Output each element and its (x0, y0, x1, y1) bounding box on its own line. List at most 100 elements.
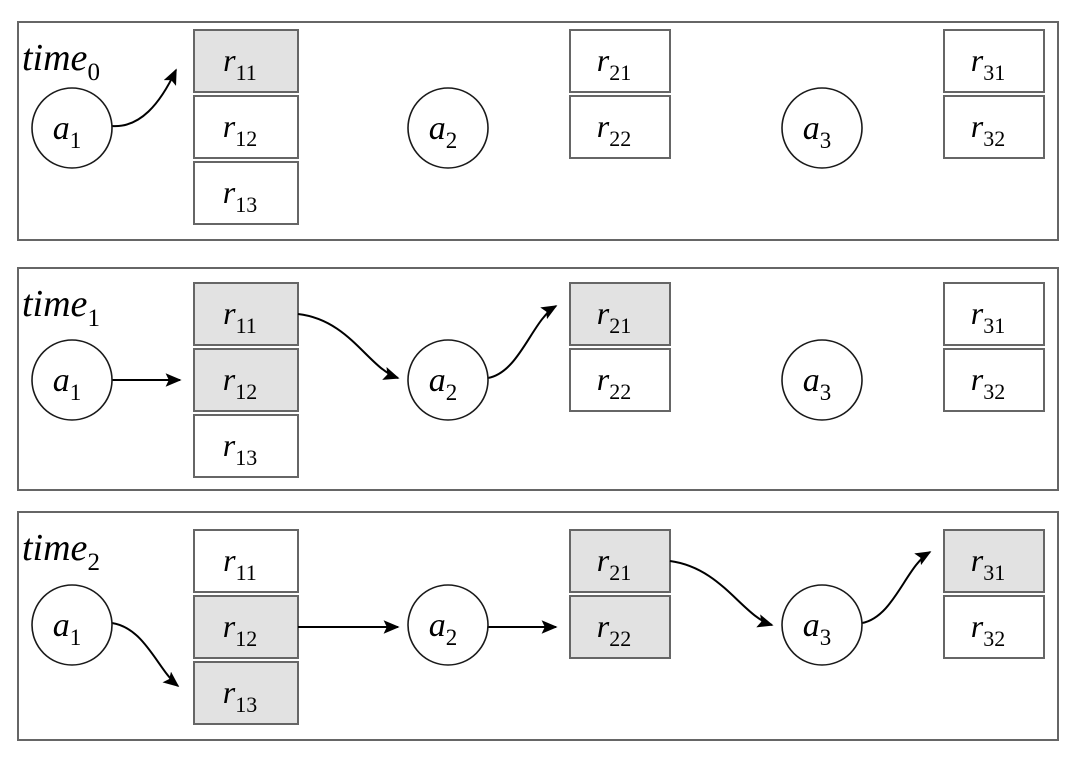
agent-a1[interactable]: a1 (31, 339, 113, 421)
agent-label-text: a (53, 110, 70, 147)
record-label-subscript: 22 (609, 126, 631, 151)
record-box[interactable] (943, 595, 1045, 659)
time-label: time0 (22, 37, 100, 86)
agent-label-text: a (429, 607, 446, 644)
record-label: r22 (597, 361, 631, 404)
agent-a1[interactable]: a1 (31, 87, 113, 169)
agent-label: a2 (429, 362, 458, 405)
agent-a2[interactable]: a2 (407, 339, 489, 421)
record-r13[interactable]: r13 (193, 161, 299, 225)
record-r31[interactable]: r31 (943, 29, 1045, 93)
agent-a1[interactable]: a1 (31, 584, 113, 666)
record-label-subscript: 12 (235, 379, 257, 404)
record-box[interactable] (569, 529, 671, 593)
agent-circle[interactable] (31, 87, 113, 169)
agent-a3[interactable]: a3 (781, 584, 863, 666)
record-box[interactable] (193, 595, 299, 659)
record-label: r12 (223, 608, 257, 651)
record-r11[interactable]: r11 (193, 29, 299, 93)
agent-label: a1 (53, 607, 82, 650)
record-r12[interactable]: r12 (193, 348, 299, 412)
agent-a3[interactable]: a3 (781, 87, 863, 169)
record-label-subscript: 22 (609, 379, 631, 404)
record-label: r13 (223, 427, 257, 470)
record-label-text: r (971, 42, 984, 78)
record-box[interactable] (569, 95, 671, 159)
record-box[interactable] (193, 29, 299, 93)
record-box[interactable] (569, 595, 671, 659)
record-box[interactable] (193, 529, 299, 593)
record-label-subscript: 32 (983, 126, 1005, 151)
record-box[interactable] (193, 282, 299, 346)
record-r22[interactable]: r22 (569, 595, 671, 659)
record-label: r32 (971, 608, 1005, 651)
agent-label-subscript: 1 (70, 128, 82, 153)
record-label-subscript: 12 (235, 626, 257, 651)
agent-label-text: a (53, 607, 70, 644)
record-box[interactable] (569, 348, 671, 412)
agent-label-text: a (429, 362, 446, 399)
agent-a2[interactable]: a2 (407, 584, 489, 666)
record-box[interactable] (943, 282, 1045, 346)
record-label-subscript: 21 (609, 313, 631, 338)
record-label-text: r (971, 295, 984, 331)
agent-label: a2 (429, 607, 458, 650)
record-r12[interactable]: r12 (193, 595, 299, 659)
record-box[interactable] (943, 348, 1045, 412)
record-box[interactable] (193, 348, 299, 412)
agent-circle[interactable] (407, 339, 489, 421)
record-r32[interactable]: r32 (943, 348, 1045, 412)
time-label-text: time (22, 283, 88, 325)
record-r21[interactable]: r21 (569, 529, 671, 593)
record-label-text: r (971, 608, 984, 644)
agent-label-text: a (803, 607, 820, 644)
record-label-subscript: 31 (983, 560, 1005, 585)
record-r31[interactable]: r31 (943, 529, 1045, 593)
record-r11[interactable]: r11 (193, 282, 299, 346)
record-r13[interactable]: r13 (193, 661, 299, 725)
record-label-subscript: 21 (609, 60, 631, 85)
agent-circle[interactable] (407, 87, 489, 169)
agent-a2[interactable]: a2 (407, 87, 489, 169)
agent-label-subscript: 2 (446, 380, 458, 405)
edge-a2-r21 (487, 305, 558, 379)
record-box[interactable] (943, 529, 1045, 593)
record-r31[interactable]: r31 (943, 282, 1045, 346)
agent-a3[interactable]: a3 (781, 339, 863, 421)
record-box[interactable] (943, 95, 1045, 159)
record-r12[interactable]: r12 (193, 95, 299, 159)
record-box[interactable] (943, 29, 1045, 93)
record-label-subscript: 32 (983, 626, 1005, 651)
agent-circle[interactable] (781, 87, 863, 169)
record-label-text: r (223, 608, 236, 644)
record-r11[interactable]: r11 (193, 529, 299, 593)
record-box[interactable] (193, 161, 299, 225)
agent-circle[interactable] (781, 339, 863, 421)
record-r22[interactable]: r22 (569, 348, 671, 412)
record-box[interactable] (569, 29, 671, 93)
record-box[interactable] (193, 661, 299, 725)
agent-circle[interactable] (31, 339, 113, 421)
record-r21[interactable]: r21 (569, 282, 671, 346)
agent-circle[interactable] (407, 584, 489, 666)
record-label: r32 (971, 108, 1005, 151)
record-label-subscript: 22 (609, 626, 631, 651)
record-r13[interactable]: r13 (193, 414, 299, 478)
record-box[interactable] (193, 414, 299, 478)
record-r32[interactable]: r32 (943, 595, 1045, 659)
agent-circle[interactable] (781, 584, 863, 666)
record-box[interactable] (569, 282, 671, 346)
record-box[interactable] (193, 95, 299, 159)
record-label: r32 (971, 361, 1005, 404)
record-r32[interactable]: r32 (943, 95, 1045, 159)
record-r22[interactable]: r22 (569, 95, 671, 159)
record-r21[interactable]: r21 (569, 29, 671, 93)
record-label-text: r (971, 108, 984, 144)
record-label-subscript: 11 (236, 60, 257, 85)
record-label-subscript: 32 (983, 379, 1005, 404)
agent-circle[interactable] (31, 584, 113, 666)
record-label-text: r (971, 542, 984, 578)
agent-label: a3 (803, 362, 832, 405)
agent-label-text: a (53, 362, 70, 399)
